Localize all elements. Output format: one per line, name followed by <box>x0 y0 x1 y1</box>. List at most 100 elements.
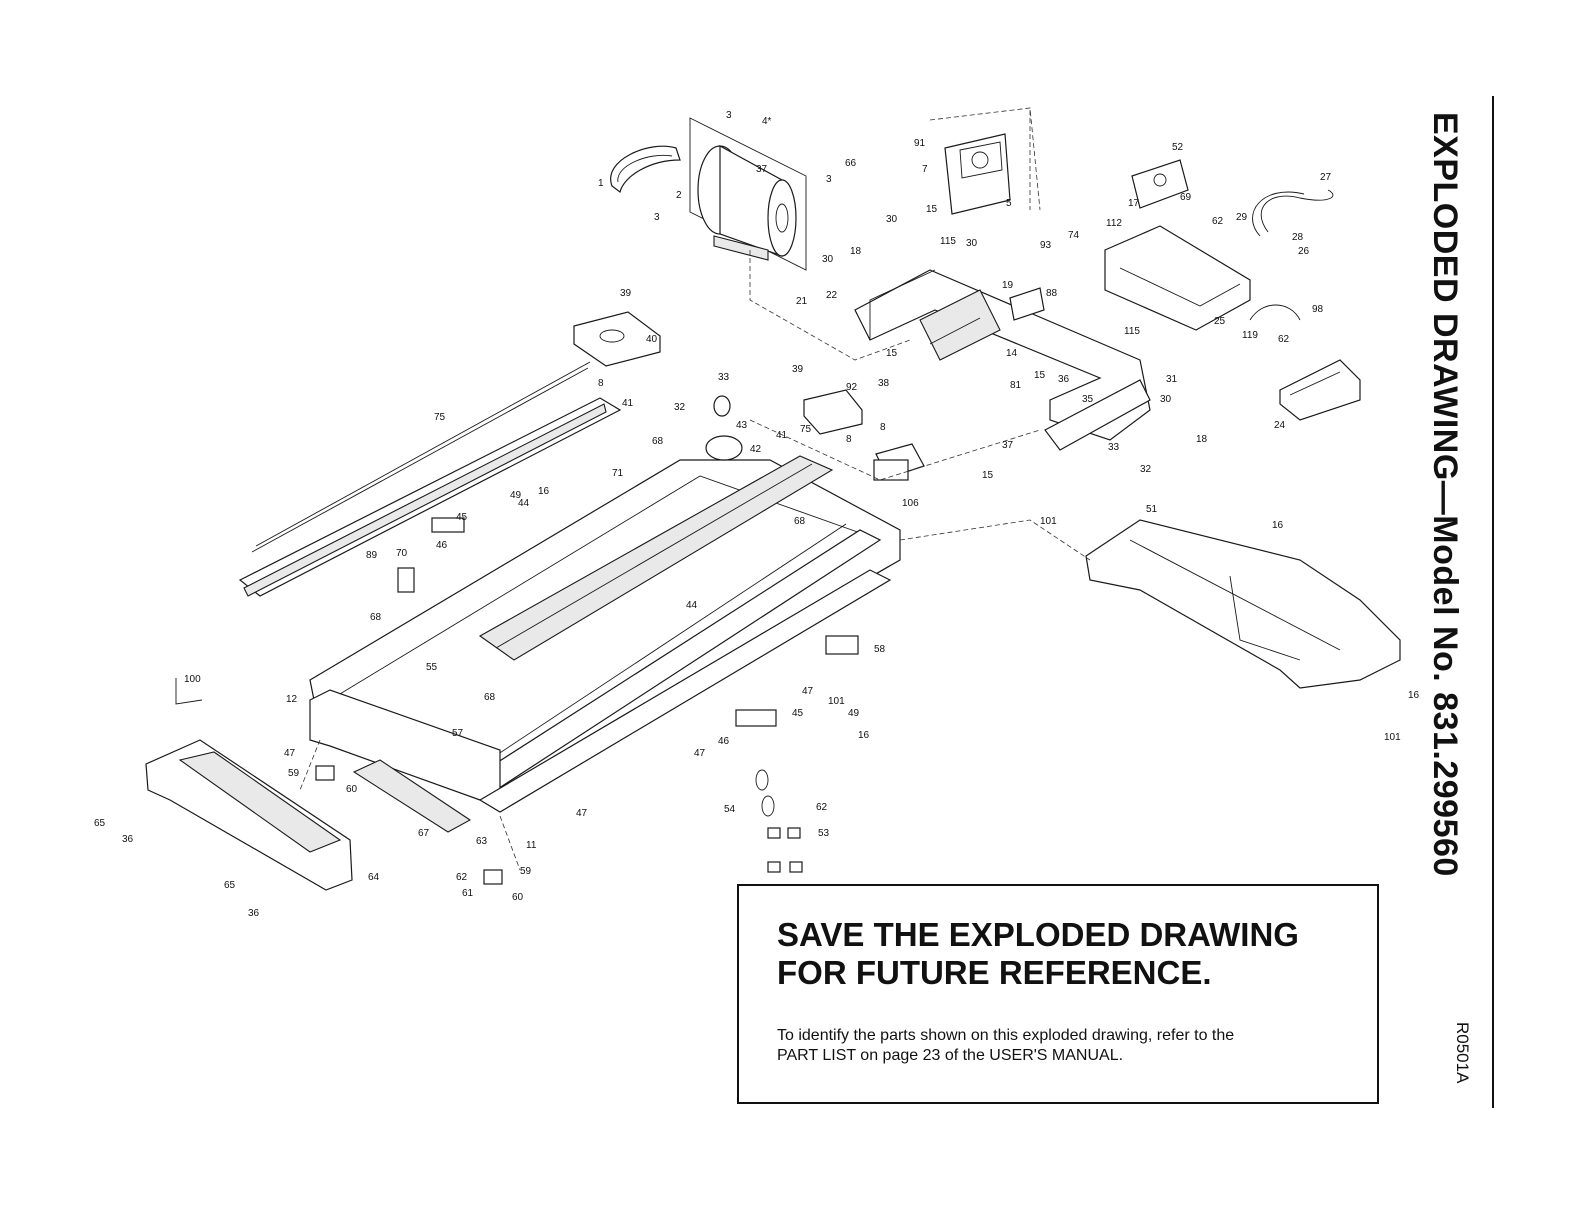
part-treadmill-deck <box>309 455 901 795</box>
part-callout: 115 <box>1124 326 1140 337</box>
part-callout: 8 <box>598 378 604 389</box>
part-callout: 45 <box>792 708 804 719</box>
part-callout: 33 <box>1108 442 1120 453</box>
part-wire-harness <box>1249 189 1334 321</box>
part-callout: 11 <box>526 840 537 851</box>
part-callout: 15 <box>926 204 938 215</box>
part-callout: 60 <box>512 892 524 903</box>
part-callout: 7 <box>922 164 928 175</box>
part-callout: 119 <box>1242 330 1258 341</box>
notice-heading: SAVE THE EXPLODED DRAWING FOR FUTURE REF… <box>777 916 1367 992</box>
part-upper-board <box>1131 159 1189 209</box>
part-callout: 16 <box>1408 690 1420 701</box>
part-callout: 58 <box>874 644 886 655</box>
part-callout: 62 <box>1212 216 1224 227</box>
part-callout: 65 <box>94 818 106 829</box>
side-title-block: EXPLODED DRAWING—Model No. 831.299560 <box>1426 112 1500 912</box>
part-callout: 8 <box>880 422 886 433</box>
part-callout: 49 <box>848 708 860 719</box>
part-callout: 100 <box>184 674 201 685</box>
part-callout: 38 <box>878 378 890 389</box>
part-controller-board <box>929 107 1041 215</box>
part-callout: 98 <box>1312 304 1324 315</box>
page-title: EXPLODED DRAWING—Model No. 831.299560 <box>1426 112 1464 877</box>
part-callout: 19 <box>1002 280 1014 291</box>
part-callout: 91 <box>914 138 926 149</box>
part-callout: 15 <box>982 470 994 481</box>
part-callout: 39 <box>792 364 804 375</box>
part-rear-foot <box>145 739 353 891</box>
part-callout: 16 <box>538 486 550 497</box>
part-callout: 74 <box>1068 230 1080 241</box>
part-callout: 47 <box>284 748 296 759</box>
part-callout: 36 <box>248 908 260 919</box>
part-callout: 18 <box>850 246 862 257</box>
part-callout: 101 <box>1384 732 1401 743</box>
part-callout: 51 <box>1146 504 1158 515</box>
part-callout: 64 <box>368 872 380 883</box>
part-callout: 41 <box>776 430 788 441</box>
part-callout: 62 <box>816 802 828 813</box>
part-callout: 60 <box>346 784 358 795</box>
part-callout: 53 <box>818 828 830 839</box>
part-callout: 28 <box>1292 232 1304 243</box>
part-callout: 92 <box>846 382 858 393</box>
part-walking-belt-pad <box>352 759 472 833</box>
part-callout: 55 <box>426 662 438 673</box>
part-callout: 52 <box>1172 142 1184 153</box>
part-small-hardware <box>175 459 909 885</box>
save-notice-box: SAVE THE EXPLODED DRAWING FOR FUTURE REF… <box>737 884 1379 1104</box>
part-callout: 66 <box>845 158 857 169</box>
part-callout: 45 <box>456 512 468 523</box>
part-callout: 62 <box>1278 334 1290 345</box>
part-callout: 32 <box>1140 464 1152 475</box>
part-frame-upright <box>749 250 1151 441</box>
part-electronics-tray <box>1279 359 1361 421</box>
part-callout: 68 <box>794 516 806 527</box>
part-callout: 15 <box>886 348 898 359</box>
part-callout: 30 <box>966 238 978 249</box>
part-callout: 36 <box>122 834 134 845</box>
part-callout: 70 <box>396 548 408 559</box>
part-callout: 25 <box>1214 316 1226 327</box>
notice-heading-line1: SAVE THE EXPLODED DRAWING <box>777 916 1299 953</box>
part-callout: 59 <box>288 768 300 779</box>
part-callout: 68 <box>370 612 382 623</box>
part-callout: 46 <box>436 540 448 551</box>
part-callout: 24 <box>1274 420 1286 431</box>
part-callout: 30 <box>822 254 834 265</box>
part-callout: 16 <box>858 730 870 741</box>
part-callout: 5 <box>1006 198 1012 209</box>
part-callout: 22 <box>826 290 838 301</box>
part-callout: 47 <box>694 748 706 759</box>
part-callout: 37 <box>1002 440 1014 451</box>
part-callout: 16 <box>1272 520 1284 531</box>
assembly-dashed-guides <box>299 419 1091 871</box>
part-callout: 68 <box>652 436 664 447</box>
part-callout: 3 <box>826 174 832 185</box>
part-callout: 3 <box>654 212 660 223</box>
part-callout: 17 <box>1128 198 1140 209</box>
notice-heading-line2: FOR FUTURE REFERENCE. <box>777 954 1212 991</box>
part-callout: 30 <box>886 214 898 225</box>
part-callout: 14 <box>1006 348 1018 359</box>
title-rule <box>1492 96 1494 1108</box>
part-side-rail-left <box>238 361 622 597</box>
drawing-code-block: R0501A <box>1450 1022 1490 1102</box>
part-end-cap <box>573 311 661 367</box>
part-callout: 44 <box>518 498 530 509</box>
part-callout: 1 <box>598 178 604 189</box>
part-callout: 67 <box>418 828 430 839</box>
part-callout: 27 <box>1320 172 1332 183</box>
part-drive-belt <box>610 145 681 194</box>
part-callout: 65 <box>224 880 236 891</box>
part-callout: 101 <box>1040 516 1057 527</box>
part-callout: 63 <box>476 836 488 847</box>
notice-body-line1: To identify the parts shown on this expl… <box>777 1027 1235 1044</box>
part-callout: 46 <box>718 736 730 747</box>
part-callout: 3 <box>726 110 732 121</box>
part-callout: 75 <box>800 424 812 435</box>
part-side-bracket <box>1009 287 1151 451</box>
part-callout: 47 <box>802 686 814 697</box>
